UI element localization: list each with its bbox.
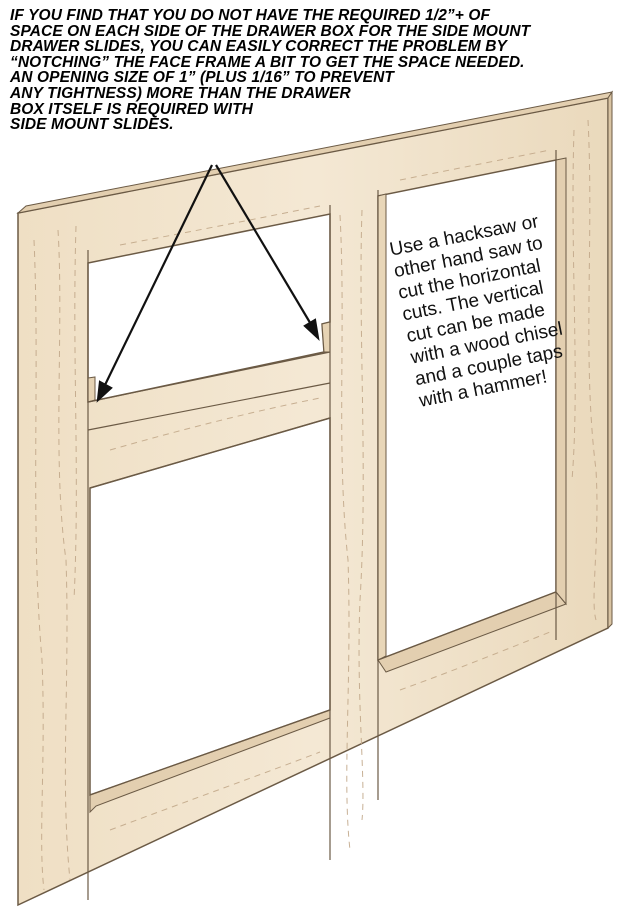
- frame-right-edge: [607, 90, 613, 630]
- callout-line: ANY TIGHTNESS) MORE THAN THE DRAWER: [10, 84, 351, 102]
- wood-grain: [33, 119, 598, 891]
- callout-line: SPACE ON EACH SIDE OF THE DRAWER BOX FOR…: [10, 22, 531, 40]
- arrow-head-left: [96, 380, 113, 403]
- left-notch: [87, 376, 96, 403]
- arrow-to-left-notch: [103, 164, 213, 388]
- cutting-tip: Use a hacksaw or other hand saw to cut t…: [388, 204, 608, 413]
- right-opening-left-edge: [377, 193, 387, 661]
- arrows: [96, 164, 320, 403]
- arrow-head-right: [303, 318, 320, 341]
- callout-line: AN OPENING SIZE OF 1” (PLUS 1/16” TO PRE…: [10, 69, 394, 87]
- right-notch: [321, 321, 331, 353]
- callout-line: IF YOU FIND THAT YOU DO NOT HAVE THE REQ…: [10, 7, 491, 24]
- callout-line: “NOTCHING” THE FACE FRAME A BIT TO GET T…: [10, 53, 525, 71]
- callout-line: SIDE MOUNT SLIDES.: [10, 116, 174, 134]
- callout-line: DRAWER SLIDES, YOU CAN EASILY CORRECT TH…: [10, 38, 507, 56]
- notching-instructions: IF YOU FIND THAT YOU DO NOT HAVE THE REQ…: [10, 8, 620, 133]
- callout-line: BOX ITSELF IS REQUIRED WITH: [10, 100, 253, 118]
- joint-lines: [87, 150, 557, 900]
- arrow-to-right-notch: [215, 164, 313, 327]
